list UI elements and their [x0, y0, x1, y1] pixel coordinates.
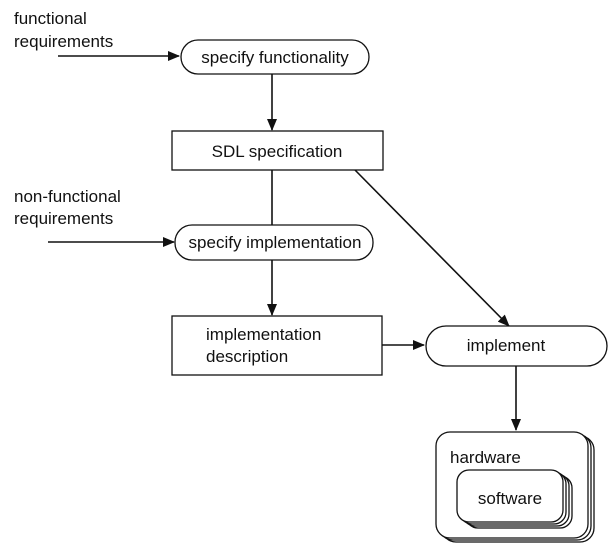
software-stack: software — [456, 469, 573, 529]
sdl-specification-node: SDL specification — [171, 130, 384, 171]
hardware-stack: hardware software — [435, 431, 595, 543]
functional-requirements-label-line2: requirements — [14, 32, 113, 51]
specify-implementation-label: specify implementation — [189, 233, 362, 252]
non-functional-requirements-label-line1: non-functional — [14, 187, 121, 206]
hardware-label: hardware — [450, 448, 521, 467]
implementation-description-label-line2: description — [206, 347, 288, 366]
functional-requirements-label-line1: functional — [14, 9, 87, 28]
implement-label: implement — [467, 336, 546, 355]
implement-node: implement — [425, 325, 608, 367]
implementation-description-node: implementation description — [171, 315, 383, 376]
sdl-specification-label: SDL specification — [212, 142, 343, 161]
specify-functionality-node: specify functionality — [180, 39, 370, 75]
specify-implementation-node: specify implementation — [174, 224, 374, 261]
non-functional-requirements-label-line2: requirements — [14, 209, 113, 228]
implementation-description-label-line1: implementation — [206, 325, 321, 344]
arrow-sdl-to-implement — [354, 169, 510, 327]
specify-functionality-label: specify functionality — [201, 48, 349, 67]
software-label: software — [478, 489, 542, 508]
